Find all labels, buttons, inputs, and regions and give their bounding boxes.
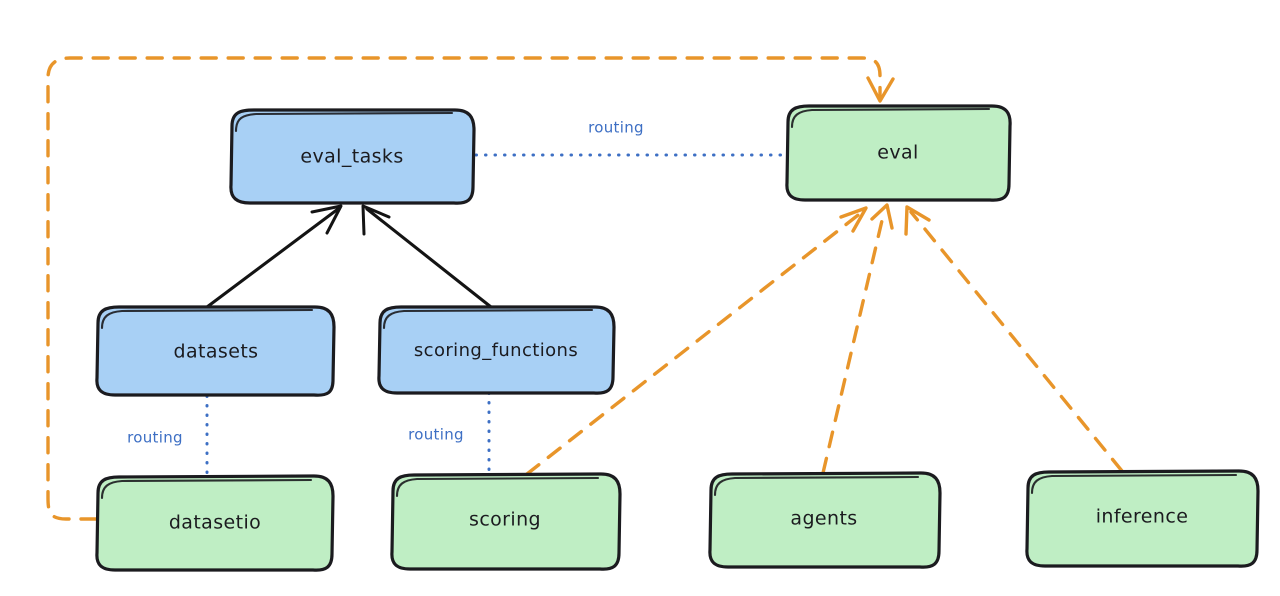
node-datasets[interactable]: datasets xyxy=(95,305,336,397)
node-label-agents: agents xyxy=(790,508,857,530)
node-datasetio[interactable]: datasetio xyxy=(95,474,335,572)
node-label-eval: eval xyxy=(877,142,918,164)
edge-scoring-to-eval xyxy=(525,206,868,476)
edge-inference-to-eval xyxy=(904,205,1124,473)
node-label-inference: inference xyxy=(1096,506,1189,528)
node-agents[interactable]: agents xyxy=(708,471,942,569)
node-eval-tasks[interactable]: eval_tasks xyxy=(229,108,476,205)
edge-datasets-to-eval-tasks xyxy=(205,204,343,309)
node-label-datasetio: datasetio xyxy=(169,512,261,534)
edge-label-routing-middle: routing xyxy=(408,426,464,444)
edge-label-routing-top: routing xyxy=(588,119,644,137)
node-label-scoring-functions: scoring_functions xyxy=(414,340,578,361)
node-scoring[interactable]: scoring xyxy=(390,472,622,571)
node-inference[interactable]: inference xyxy=(1025,469,1260,568)
node-scoring-functions[interactable]: scoring_functions xyxy=(377,305,616,395)
node-label-datasets: datasets xyxy=(174,341,259,363)
node-label-scoring: scoring xyxy=(469,509,541,531)
edge-datasetio-to-eval xyxy=(46,56,895,521)
edge-scoring-functions-to-eval-tasks xyxy=(361,204,493,309)
edge-agents-to-eval xyxy=(821,203,894,475)
node-eval[interactable]: eval xyxy=(785,104,1012,202)
edge-label-routing-left: routing xyxy=(127,429,183,447)
node-label-eval-tasks: eval_tasks xyxy=(300,146,403,168)
